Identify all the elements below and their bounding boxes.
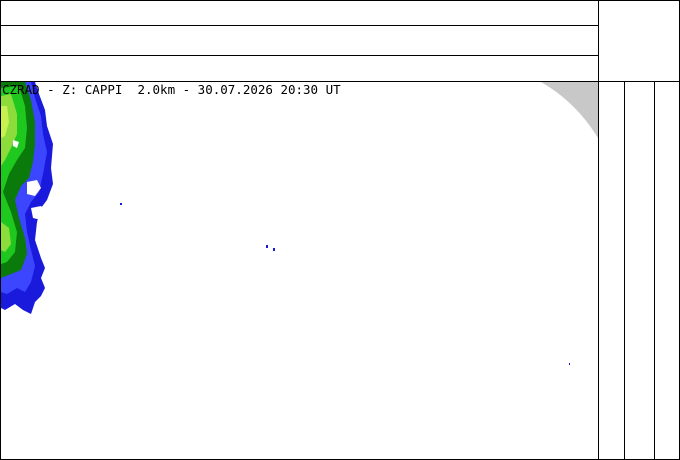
header-row-divider-1 [0, 25, 598, 26]
echo-speck-4 [569, 363, 570, 365]
frame-left-border [0, 0, 1, 460]
legend-column-divider-2 [654, 81, 655, 460]
radar-map[interactable] [1, 82, 598, 459]
out-of-range-area [541, 82, 598, 138]
radar-product-title: CZRAD - Z: CAPPI 2.0km - 30.07.2026 20:3… [2, 82, 341, 97]
echo-gap-1 [27, 180, 41, 196]
echo-speck-1 [120, 203, 122, 205]
echo-gap-2 [31, 206, 47, 220]
header-row-divider-2 [0, 55, 598, 56]
isolated-echoes [120, 203, 570, 365]
legend-column-divider-1 [624, 81, 625, 460]
echo-speck-3 [273, 248, 275, 251]
echo-speck-2 [266, 245, 268, 248]
header-bottom-border [0, 81, 680, 82]
echo-yellow-core [1, 106, 9, 138]
header-top-border [0, 0, 680, 1]
map-right-border [598, 0, 599, 460]
echo-gap-3 [13, 140, 19, 148]
precipitation-echoes [1, 82, 53, 314]
